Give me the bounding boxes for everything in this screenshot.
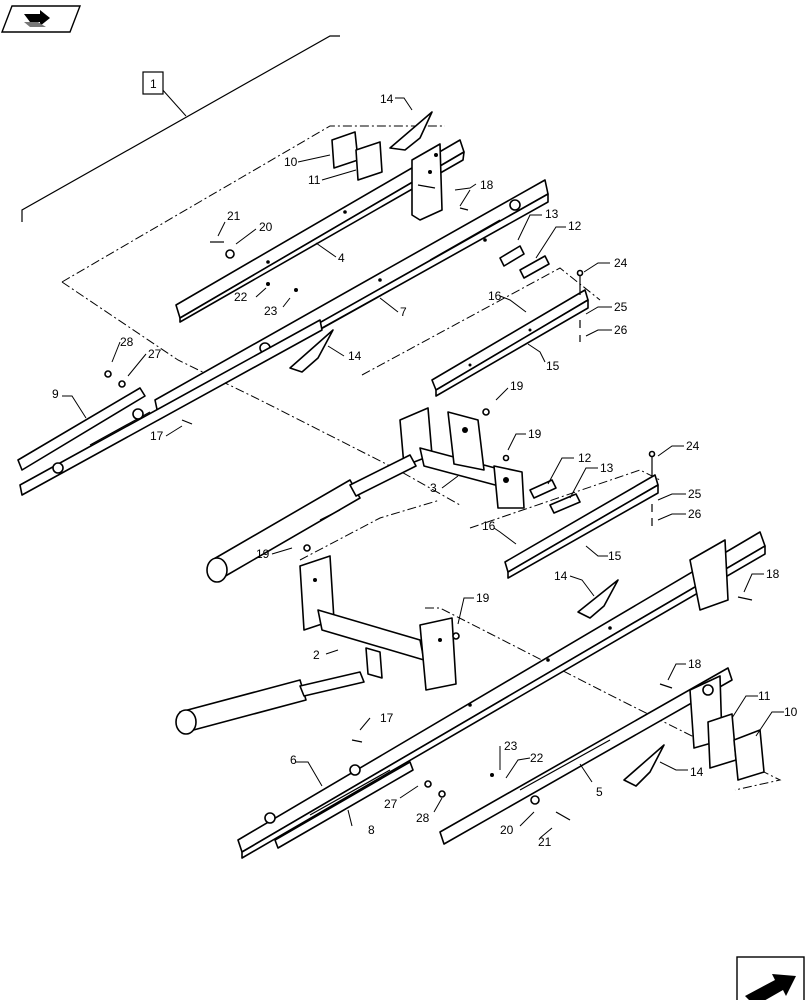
book-arrow-icon[interactable]	[0, 5, 82, 33]
callout-27: 27	[148, 347, 162, 361]
callout-22: 22	[234, 290, 248, 304]
callout-2: 2	[313, 648, 320, 662]
beam-part-9	[17, 319, 323, 496]
callout-20: 20	[259, 220, 273, 234]
callout-11: 11	[308, 173, 321, 187]
callout-27: 27	[384, 797, 398, 811]
shim-plate-10-11-lower	[707, 713, 765, 781]
callout-21: 21	[538, 835, 552, 849]
callout-19: 19	[510, 379, 524, 393]
hardware-bolts	[104, 184, 753, 821]
callout-7: 7	[400, 305, 407, 319]
clip-12-13-upper	[499, 245, 550, 279]
callout-23: 23	[264, 304, 278, 318]
wear-pad-14	[289, 111, 665, 787]
callout-14: 14	[348, 349, 362, 363]
hydraulic-cylinder-lower	[175, 671, 365, 735]
callout-9: 9	[52, 387, 59, 401]
callout-24: 24	[686, 439, 700, 453]
assembly-label-box	[142, 71, 164, 95]
slide-rail-15-16-upper	[431, 289, 589, 397]
callout-14: 14	[380, 92, 394, 106]
cross-member-part-2	[299, 555, 457, 691]
callout-18: 18	[766, 567, 780, 581]
beam-part-8	[274, 761, 414, 849]
callout-3: 3	[430, 481, 437, 495]
callout-19: 19	[476, 591, 490, 605]
callout-28: 28	[416, 811, 430, 825]
callout-15: 15	[546, 359, 560, 373]
callout-24: 24	[614, 256, 628, 270]
callout-8: 8	[368, 823, 375, 837]
callout-17: 17	[150, 429, 164, 443]
callout-14: 14	[554, 569, 568, 583]
callout-19: 19	[528, 427, 542, 441]
callout-14: 14	[690, 765, 704, 779]
bolt-24-middle	[648, 450, 656, 526]
clip-12-13-middle	[529, 479, 581, 514]
callout-16: 16	[488, 289, 502, 303]
callout-18: 18	[688, 657, 702, 671]
callout-15: 15	[608, 549, 622, 563]
cross-member-part-3	[399, 407, 525, 509]
leader-lines	[62, 97, 784, 839]
callout-26: 26	[614, 323, 628, 337]
callout-11: 11	[758, 689, 771, 703]
callout-4: 4	[338, 251, 345, 265]
callout-22: 22	[530, 751, 544, 765]
callout-13: 13	[545, 207, 559, 221]
next-page-arrow-icon[interactable]	[736, 956, 805, 1000]
callout-21: 21	[227, 209, 241, 223]
callout-25: 25	[614, 300, 628, 314]
callout-16: 16	[482, 519, 496, 533]
callout-13: 13	[600, 461, 614, 475]
callout-labels: 14 10 11 18 21 20 13 12 4 24 22 23 7 16 …	[52, 92, 798, 849]
callout-25: 25	[688, 487, 702, 501]
shim-plate-10-11-upper	[331, 131, 383, 181]
callout-19: 19	[256, 547, 270, 561]
callout-18: 18	[480, 178, 494, 192]
callout-10: 10	[784, 705, 798, 719]
callout-12: 12	[568, 219, 582, 233]
callout-23: 23	[504, 739, 518, 753]
callout-28: 28	[120, 335, 134, 349]
callout-10: 10	[284, 155, 298, 169]
hydraulic-cylinder-upper	[206, 454, 417, 583]
assembly-bracket-line	[21, 35, 340, 222]
beam-part-4	[175, 139, 465, 323]
bolt-24-upper	[576, 269, 584, 342]
callout-6: 6	[290, 753, 297, 767]
callout-26: 26	[688, 507, 702, 521]
assembly-label: 1	[150, 77, 157, 91]
callout-12: 12	[578, 451, 592, 465]
callout-5: 5	[596, 785, 603, 799]
slide-rail-15-16-middle	[504, 474, 659, 579]
callout-20: 20	[500, 823, 514, 837]
callout-17: 17	[380, 711, 394, 725]
